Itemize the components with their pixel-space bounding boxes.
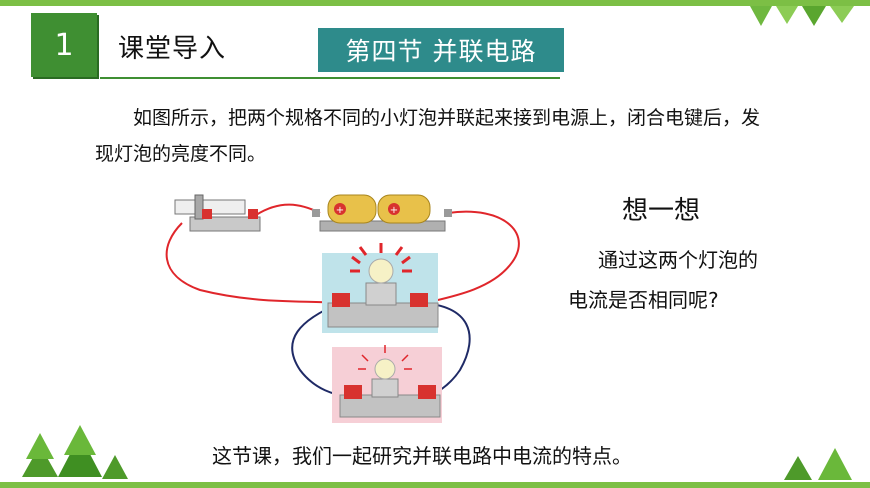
bulb-icon (322, 243, 439, 333)
chapter-title-box: 第四节 并联电路 (318, 28, 564, 72)
red-wire-top (255, 203, 321, 216)
circuit-diagram: + + (165, 194, 520, 423)
section-number-badge: 1 (31, 13, 97, 77)
tree-icon (22, 425, 128, 479)
header-divider (100, 77, 560, 79)
leaf-decoration-icon (750, 6, 854, 26)
top-border (0, 0, 870, 6)
chapter-title: 第四节 并联电路 (345, 37, 537, 66)
svg-text:+: + (336, 205, 344, 216)
think-question-line1: 通过这两个灯泡的 (598, 248, 758, 272)
svg-text:+: + (390, 205, 398, 216)
section-title: 课堂导入 (118, 34, 227, 64)
red-wire-right (424, 210, 520, 304)
summary-text: 这节课，我们一起研究并联电路中电流的特点。 (212, 444, 632, 468)
battery-icon: + + (312, 194, 452, 232)
intro-paragraph: 如图所示，把两个规格不同的小灯泡并联起来接到电源上，闭合电键后，发现灯泡的亮度不… (95, 107, 761, 165)
section-number: 1 (54, 27, 74, 63)
red-wire-left (165, 222, 336, 304)
think-question-line2: 电流是否相同呢? (568, 288, 719, 312)
switch-icon (174, 194, 261, 232)
think-title: 想一想 (622, 196, 701, 226)
tree-icon (784, 448, 852, 480)
bottom-border (0, 482, 870, 488)
bulb-icon (332, 345, 442, 423)
